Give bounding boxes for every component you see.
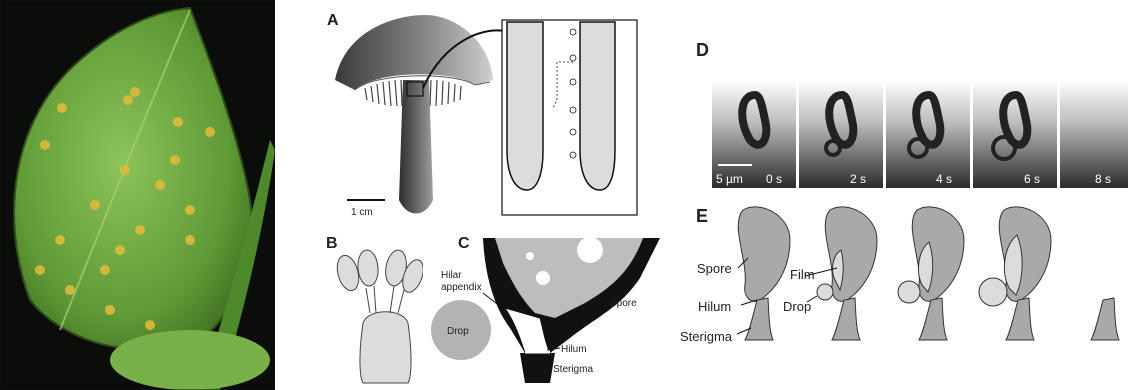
sterigma-label-c: Sterigma: [553, 364, 593, 375]
panel-label-b: B: [326, 235, 338, 252]
time-label-0: 0 s: [766, 172, 782, 186]
scale-bar-5um: 5 µm: [716, 172, 743, 186]
panel-b-basidium: B: [318, 228, 423, 388]
time-label-1: 2 s: [850, 172, 866, 186]
frame-strip: 5 µm 0 s 2 s 4 s 6 s 8 s: [712, 80, 1128, 188]
frame-2: 4 s: [886, 80, 970, 188]
panel-a-mushroom: A 1 cm: [315, 0, 645, 225]
panel-label-c: C: [458, 235, 470, 252]
frame-1: 2 s: [799, 80, 883, 188]
frame-3: 6 s: [973, 80, 1057, 188]
time-label-3: 6 s: [1024, 172, 1040, 186]
hilar-label-2: appendix: [441, 282, 482, 293]
hilum-label-c: Hilum: [561, 344, 587, 355]
frame-4: 8 s: [1060, 80, 1128, 188]
panel-e-schematic: E Spore Film Hilum Drop Sterigma: [665, 200, 1128, 390]
spore-label-c: Spore: [610, 298, 637, 309]
panel-label-a: A: [327, 12, 339, 29]
panel-c-spore-section: C Drop Hilar appendix Spore Hilum Sterig…: [425, 228, 665, 388]
hilum-label-e: Hilum: [698, 299, 731, 314]
drop-label-e: Drop: [783, 299, 811, 314]
hilar-label-1: Hilar: [441, 270, 462, 281]
sterigma-label-e: Sterigma: [680, 329, 733, 344]
time-label-2: 4 s: [936, 172, 952, 186]
panel-label-d: D: [696, 40, 709, 60]
frame-0: 5 µm 0 s: [712, 80, 796, 188]
drop-label: Drop: [447, 326, 469, 337]
time-label-4: 8 s: [1095, 172, 1111, 186]
scale-bar-1cm: 1 cm: [351, 207, 373, 218]
leaf-rust-photo: [0, 0, 275, 390]
spore-label-e: Spore: [697, 261, 732, 276]
panel-d-timelapse: D 5 µm 0 s 2 s 4 s 6 s 8: [690, 40, 1128, 195]
film-label: Film: [790, 267, 815, 282]
panel-label-e: E: [696, 206, 708, 226]
